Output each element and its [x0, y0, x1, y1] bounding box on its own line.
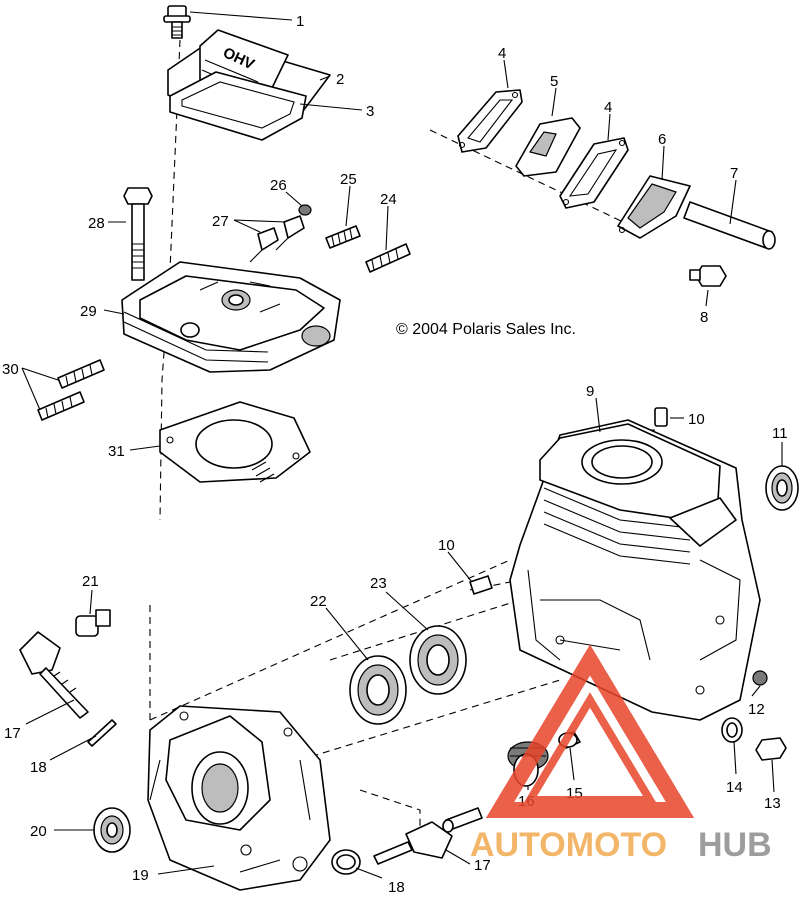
drain-bolt-13: [755, 737, 787, 761]
callout-14: 14: [726, 779, 743, 796]
head-gasket: [159, 401, 311, 483]
shaft-pin: [442, 807, 483, 833]
head-bolt-28: [123, 187, 153, 281]
callout-1: 1: [296, 13, 304, 30]
callout-25: 25: [340, 171, 357, 188]
callout-26: 26: [270, 177, 287, 194]
watermark-logo: AUTOMOTO HUB: [470, 644, 772, 864]
dipstick-17-left: [19, 631, 89, 719]
exhaust-stud-26: [298, 204, 312, 216]
o-ring-18-right: [331, 849, 361, 875]
callout-11: 11: [772, 425, 788, 442]
breather-plate: [515, 117, 581, 177]
valve-cover-bolt: [163, 5, 191, 39]
plug-12: [752, 670, 768, 686]
callout-3: 3: [366, 103, 374, 120]
callout-labels: 1 2 3 4 5 4 6 7 8 26 25 24 27 28 29 30 3…: [2, 13, 788, 896]
stud-25: [325, 225, 361, 249]
bearing-23: [409, 625, 467, 695]
callout-18-right: 18: [388, 879, 405, 896]
callout-30: 30: [2, 361, 19, 378]
breather-gasket-left: [457, 89, 523, 153]
callout-4-right: 4: [604, 99, 612, 116]
callout-29: 29: [80, 303, 97, 320]
callout-10-upper: 10: [688, 411, 705, 428]
watermark-text-part2: HUB: [698, 826, 772, 864]
oil-seal-11: [765, 465, 799, 511]
stud-30-lower: [37, 391, 85, 421]
dowel-pin-upper: [654, 407, 668, 427]
valve-guides: [249, 215, 305, 263]
callout-22: 22: [310, 593, 327, 610]
callout-7: 7: [730, 165, 738, 182]
cylinder-head: [121, 261, 341, 373]
callout-6: 6: [658, 131, 666, 148]
breather-bolt: [689, 265, 727, 287]
oil-seal-20: [93, 807, 131, 853]
callout-8: 8: [700, 309, 708, 326]
dipstick-17-right: [373, 821, 453, 865]
stud-30-upper: [57, 359, 105, 389]
leader-lines: [21, 11, 783, 879]
crankcase-cover: [147, 705, 331, 891]
callout-21: 21: [82, 573, 99, 590]
callout-12: 12: [748, 701, 765, 718]
callout-13: 13: [764, 795, 781, 812]
washer-14: [721, 717, 743, 743]
callout-28: 28: [88, 215, 105, 232]
watermark-text-part1: AUTOMOTO: [470, 826, 667, 864]
callout-10-lower: 10: [438, 537, 455, 554]
callout-19: 19: [132, 867, 149, 884]
crankcase-cylinder: [509, 419, 761, 721]
callout-5: 5: [550, 73, 558, 90]
callout-31: 31: [108, 443, 125, 460]
callout-17-right: 17: [474, 857, 491, 874]
plug-21: [75, 609, 111, 637]
dowel-pin-lower: [469, 575, 493, 595]
copyright-notice: © 2004 Polaris Sales Inc.: [396, 321, 576, 338]
bearing-22: [349, 655, 407, 725]
callout-17-left: 17: [4, 725, 21, 742]
valve-cover-gasket: [169, 71, 307, 141]
o-ring-18-left: [87, 719, 117, 747]
callout-23: 23: [370, 575, 387, 592]
breather-cover: [617, 175, 691, 239]
callout-4-left: 4: [498, 45, 506, 62]
callout-20: 20: [30, 823, 47, 840]
breather-gasket-right: [559, 137, 629, 209]
callout-27: 27: [212, 213, 229, 230]
callout-24: 24: [380, 191, 397, 208]
callout-9: 9: [586, 383, 594, 400]
callout-2: 2: [336, 71, 344, 88]
stud-24: [365, 243, 411, 273]
breather-tube: [683, 201, 776, 250]
callout-18-left: 18: [30, 759, 47, 776]
